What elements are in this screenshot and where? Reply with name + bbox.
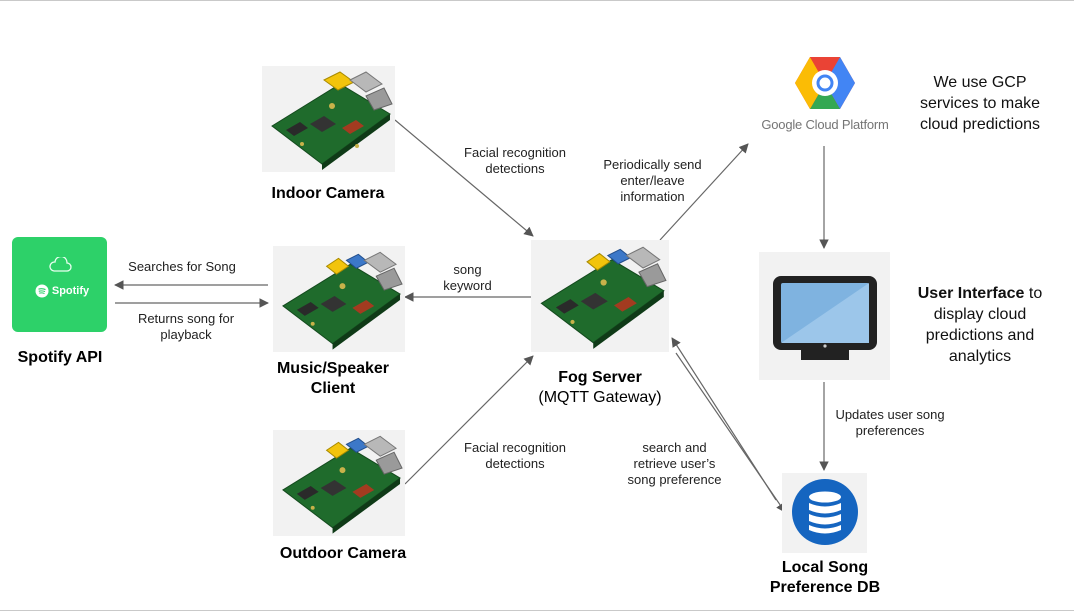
indoor-edge-label: Facial recognition detections xyxy=(445,145,585,177)
ui-note: User Interface to display cloud predicti… xyxy=(900,283,1060,367)
keyword-edge-line1: song xyxy=(453,262,482,277)
returns-song-line1: Returns song for xyxy=(137,311,235,326)
raspberry-pi-board-icon xyxy=(540,246,667,349)
database-icon xyxy=(792,479,858,545)
gcp-note: We use GCP services to make cloud predic… xyxy=(905,72,1055,135)
music-client-board xyxy=(273,246,405,352)
fog-server-title: Fog Server xyxy=(558,369,642,386)
music-client-label: Music/Speaker Client xyxy=(258,359,408,399)
raspberry-pi-board-icon xyxy=(271,71,393,170)
google-cloud-icon xyxy=(795,57,855,109)
keyword-edge-label: song keyword xyxy=(430,262,505,294)
indoor-camera-label: Indoor Camera xyxy=(271,185,385,202)
ui-db-edge-label: Updates user song preferences xyxy=(825,407,955,439)
ui-db-edge-line1: Updates user song xyxy=(835,407,945,422)
fog-server-board xyxy=(531,240,669,352)
outdoor-edge-label: Facial recognition detections xyxy=(445,440,585,472)
ui-db-edge-line2: preferences xyxy=(855,423,925,438)
raspberry-pi-board-icon xyxy=(282,251,403,350)
top-border xyxy=(0,0,1074,1)
outdoor-camera-board xyxy=(273,430,405,536)
ui-note-bold: User Interface xyxy=(917,285,1025,302)
db-edge-line3: song preference xyxy=(627,472,722,487)
db-edge-label: search and retrieve user’s song preferen… xyxy=(612,440,737,488)
music-client-label-line1: Music/Speaker xyxy=(276,360,390,377)
gcp-edge-label: Periodically send enter/leave informatio… xyxy=(590,157,715,205)
music-client-label-line2: Client xyxy=(310,380,356,397)
local-db-label: Local Song Preference DB xyxy=(750,558,900,598)
arrow-db-to-fog xyxy=(671,337,777,501)
bottom-border xyxy=(0,610,1074,611)
returns-song-line2: playback xyxy=(160,327,212,342)
ui-note-line2: display cloud xyxy=(933,306,1027,323)
ui-note-line4: analytics xyxy=(948,348,1012,365)
raspberry-pi-board-icon xyxy=(282,435,403,534)
db-edge-line2: retrieve user’s xyxy=(633,456,716,471)
indoor-camera-board xyxy=(262,66,395,172)
fog-server-label: Fog Server (MQTT Gateway) xyxy=(520,368,680,408)
gcp-note-line3: cloud predictions xyxy=(919,116,1041,133)
local-db-label-line2: Preference DB xyxy=(769,579,881,596)
spotify-api-label: Spotify API xyxy=(17,349,103,366)
ui-note-line1-rest: to xyxy=(1024,285,1043,302)
returns-song-edge-label: Returns song for playback xyxy=(116,311,256,343)
ui-note-line1: User Interface to xyxy=(900,283,1060,304)
outdoor-camera-label: Outdoor Camera xyxy=(279,545,407,562)
spotify-tile: Spotify xyxy=(12,237,107,332)
spotify-icon xyxy=(35,284,49,298)
gcp-note-line2: services to make xyxy=(919,95,1041,112)
outdoor-edge-line1: Facial recognition xyxy=(464,440,566,455)
google-cloud-logo: Google Cloud Platform xyxy=(755,55,895,140)
arrow-indoor-to-fog xyxy=(394,119,534,237)
indoor-edge-line1: Facial recognition xyxy=(464,145,566,160)
gcp-logo-text: Google Cloud Platform xyxy=(761,117,889,132)
ui-note-line3: predictions and xyxy=(925,327,1035,344)
user-interface-monitor xyxy=(759,252,890,380)
db-edge-line1: search and xyxy=(642,440,707,455)
arrow-fog-to-gcp xyxy=(659,143,749,241)
arrow-outdoor-to-fog xyxy=(404,355,534,485)
gcp-edge-line3: information xyxy=(620,189,685,204)
search-song-edge-label: Searches for Song xyxy=(128,259,236,274)
gcp-edge-line1: Periodically send xyxy=(603,157,702,172)
keyword-edge-line2: keyword xyxy=(443,278,492,293)
local-db-tile xyxy=(782,473,867,553)
outdoor-edge-line2: detections xyxy=(485,456,545,471)
local-db-label-line1: Local Song xyxy=(781,559,869,576)
gcp-edge-line2: enter/leave xyxy=(620,173,685,188)
spotify-logo: Spotify xyxy=(30,283,94,299)
indoor-edge-line2: detections xyxy=(485,161,545,176)
cloud-icon xyxy=(49,257,72,272)
gcp-note-line1: We use GCP xyxy=(933,74,1027,91)
monitor-icon xyxy=(773,276,877,360)
fog-server-subtitle: (MQTT Gateway) xyxy=(538,389,662,406)
spotify-logo-text: Spotify xyxy=(51,285,90,297)
